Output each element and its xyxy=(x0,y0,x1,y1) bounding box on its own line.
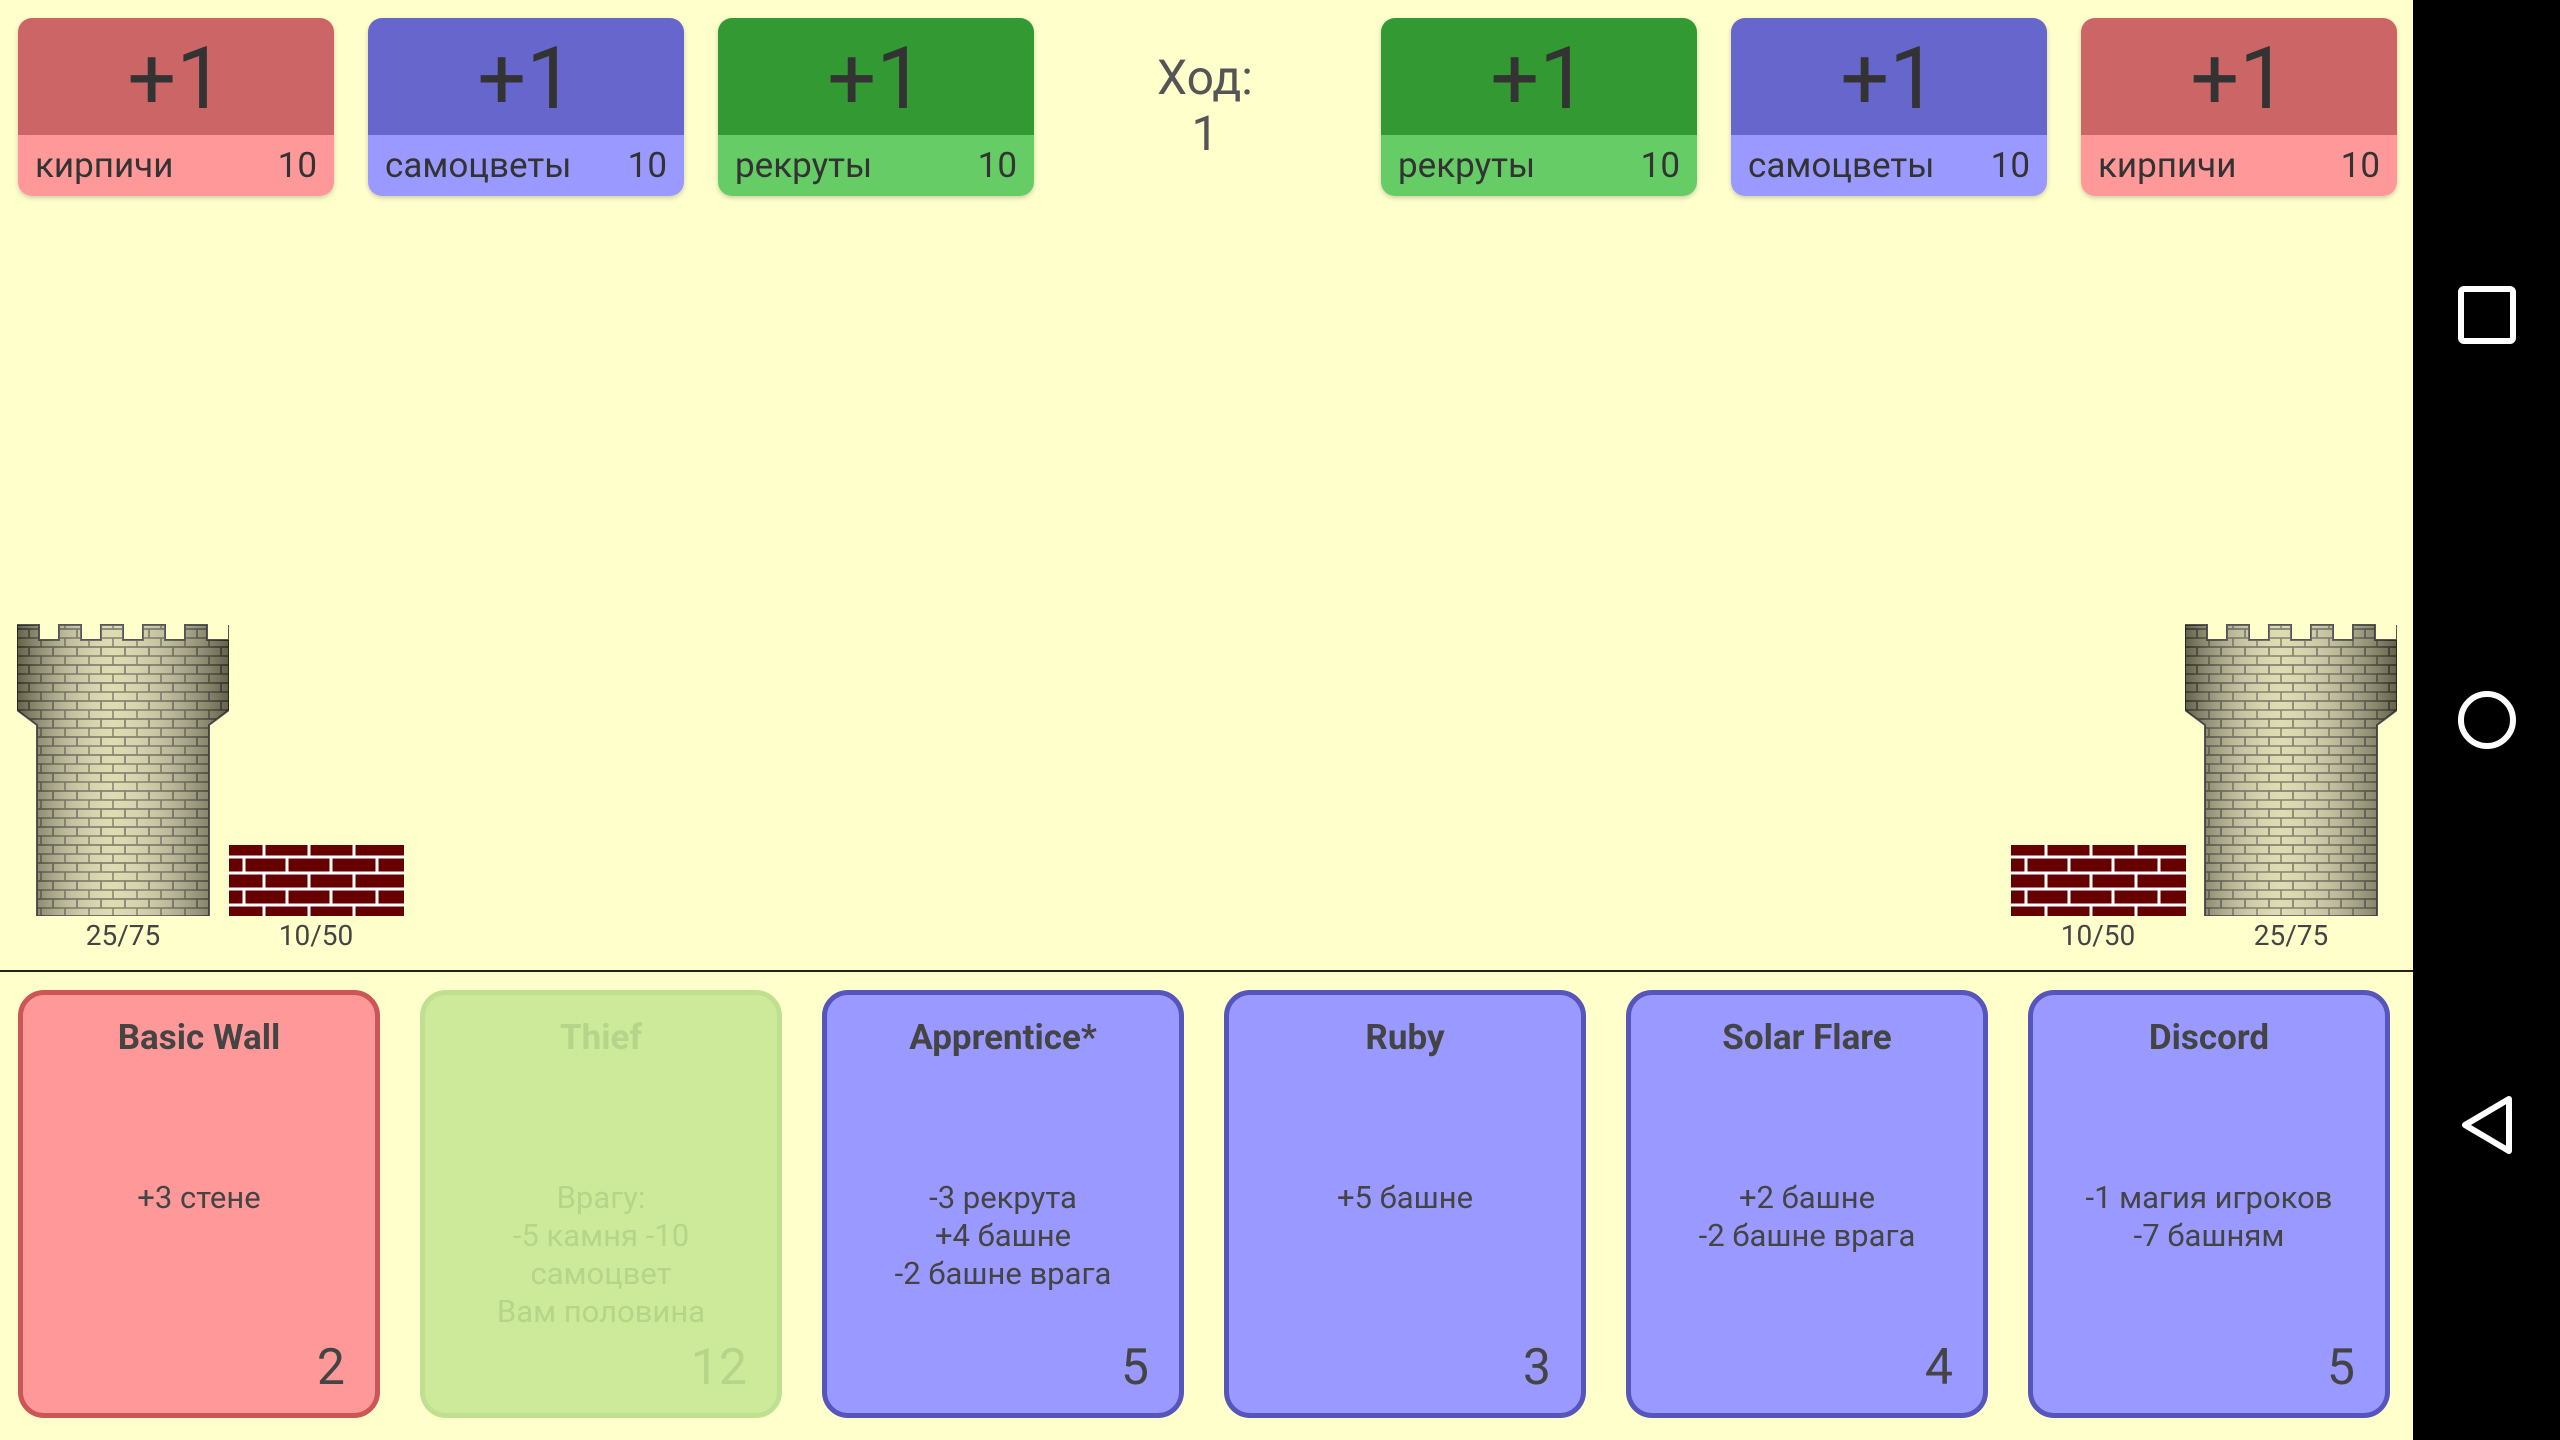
card-discord[interactable]: Discord -1 магия игроков -7 башням 5 xyxy=(2028,990,2390,1418)
left-bricks-gain: +1 xyxy=(18,18,334,135)
left-tower-health: 25/75 xyxy=(85,919,161,952)
right-bricks-panel: +1 кирпичи 10 xyxy=(2081,18,2397,196)
card-cost: 3 xyxy=(1522,1339,1551,1397)
right-recruits-label: рекруты xyxy=(1398,145,1536,186)
left-bricks-value: 10 xyxy=(277,145,317,186)
left-gems-label: самоцветы xyxy=(385,145,572,186)
card-description: Врагу: -5 камня -10 самоцвет Вам половин… xyxy=(496,1179,706,1330)
system-navigation-bar xyxy=(2413,0,2560,1440)
turn-number: 1 xyxy=(1191,105,1219,162)
card-title: Basic Wall xyxy=(117,1017,281,1058)
recents-button[interactable] xyxy=(2413,255,2560,375)
right-wall-icon xyxy=(2011,845,2186,916)
left-bricks-panel: +1 кирпичи 10 xyxy=(18,18,334,196)
right-bricks-label: кирпичи xyxy=(2098,145,2237,186)
turn-counter: Ход: 1 xyxy=(1105,50,1305,162)
card-title: Discord xyxy=(2148,1017,2270,1058)
card-basic-wall[interactable]: Basic Wall +3 стене 2 xyxy=(18,990,380,1418)
left-recruits-value: 10 xyxy=(977,145,1017,186)
right-bricks-gain: +1 xyxy=(2081,18,2397,135)
card-title: Ruby xyxy=(1365,1017,1445,1058)
card-cost: 5 xyxy=(1120,1339,1149,1397)
recents-square-icon xyxy=(2458,286,2516,344)
right-gems-value: 10 xyxy=(1990,145,2030,186)
card-cost: 2 xyxy=(316,1339,345,1397)
card-description: -3 рекрута +4 башне -2 башне врага xyxy=(894,1179,1112,1292)
back-button[interactable] xyxy=(2413,1065,2560,1185)
game-screen: +1 кирпичи 10 +1 самоцветы 10 +1 рекруты… xyxy=(0,0,2413,1440)
card-description: +3 стене xyxy=(137,1179,261,1216)
home-circle-icon xyxy=(2458,691,2516,749)
right-bricks-value: 10 xyxy=(2340,145,2380,186)
card-thief[interactable]: Thief Врагу: -5 камня -10 самоцвет Вам п… xyxy=(420,990,782,1418)
right-gems-gain: +1 xyxy=(1731,18,2047,135)
turn-label: Ход: xyxy=(1157,49,1253,106)
left-recruits-label: рекруты xyxy=(735,145,873,186)
right-gems-panel: +1 самоцветы 10 xyxy=(1731,18,2047,196)
card-description: +5 башне xyxy=(1336,1179,1474,1216)
card-cost: 5 xyxy=(2326,1339,2355,1397)
card-description: +2 башне -2 башне врага xyxy=(1698,1179,1916,1254)
right-recruits-gain: +1 xyxy=(1381,18,1697,135)
card-solar-flare[interactable]: Solar Flare +2 башне -2 башне врага 4 xyxy=(1626,990,1988,1418)
left-recruits-gain: +1 xyxy=(718,18,1034,135)
back-triangle-icon xyxy=(2462,1096,2512,1154)
right-recruits-value: 10 xyxy=(1640,145,1680,186)
card-ruby[interactable]: Ruby +5 башне 3 xyxy=(1224,990,1586,1418)
right-gems-label: самоцветы xyxy=(1748,145,1935,186)
left-tower-icon xyxy=(17,624,229,916)
card-title: Solar Flare xyxy=(1722,1017,1892,1058)
right-tower-health: 25/75 xyxy=(2253,919,2329,952)
left-recruits-panel: +1 рекруты 10 xyxy=(718,18,1034,196)
left-gems-panel: +1 самоцветы 10 xyxy=(368,18,684,196)
card-cost: 12 xyxy=(690,1339,747,1397)
right-tower-icon xyxy=(2185,624,2397,916)
left-wall-health: 10/50 xyxy=(278,919,354,952)
left-bricks-label: кирпичи xyxy=(35,145,174,186)
card-apprentice[interactable]: Apprentice* -3 рекрута +4 башне -2 башне… xyxy=(822,990,1184,1418)
right-wall-health: 10/50 xyxy=(2060,919,2136,952)
card-cost: 4 xyxy=(1924,1339,1953,1397)
card-title: Apprentice* xyxy=(909,1017,1097,1058)
card-title: Thief xyxy=(560,1017,642,1058)
left-gems-value: 10 xyxy=(627,145,667,186)
left-wall-icon xyxy=(229,845,404,916)
right-recruits-panel: +1 рекруты 10 xyxy=(1381,18,1697,196)
home-button[interactable] xyxy=(2413,660,2560,780)
left-gems-gain: +1 xyxy=(368,18,684,135)
hand-divider xyxy=(0,970,2413,972)
card-description: -1 магия игроков -7 башням xyxy=(2085,1179,2333,1254)
